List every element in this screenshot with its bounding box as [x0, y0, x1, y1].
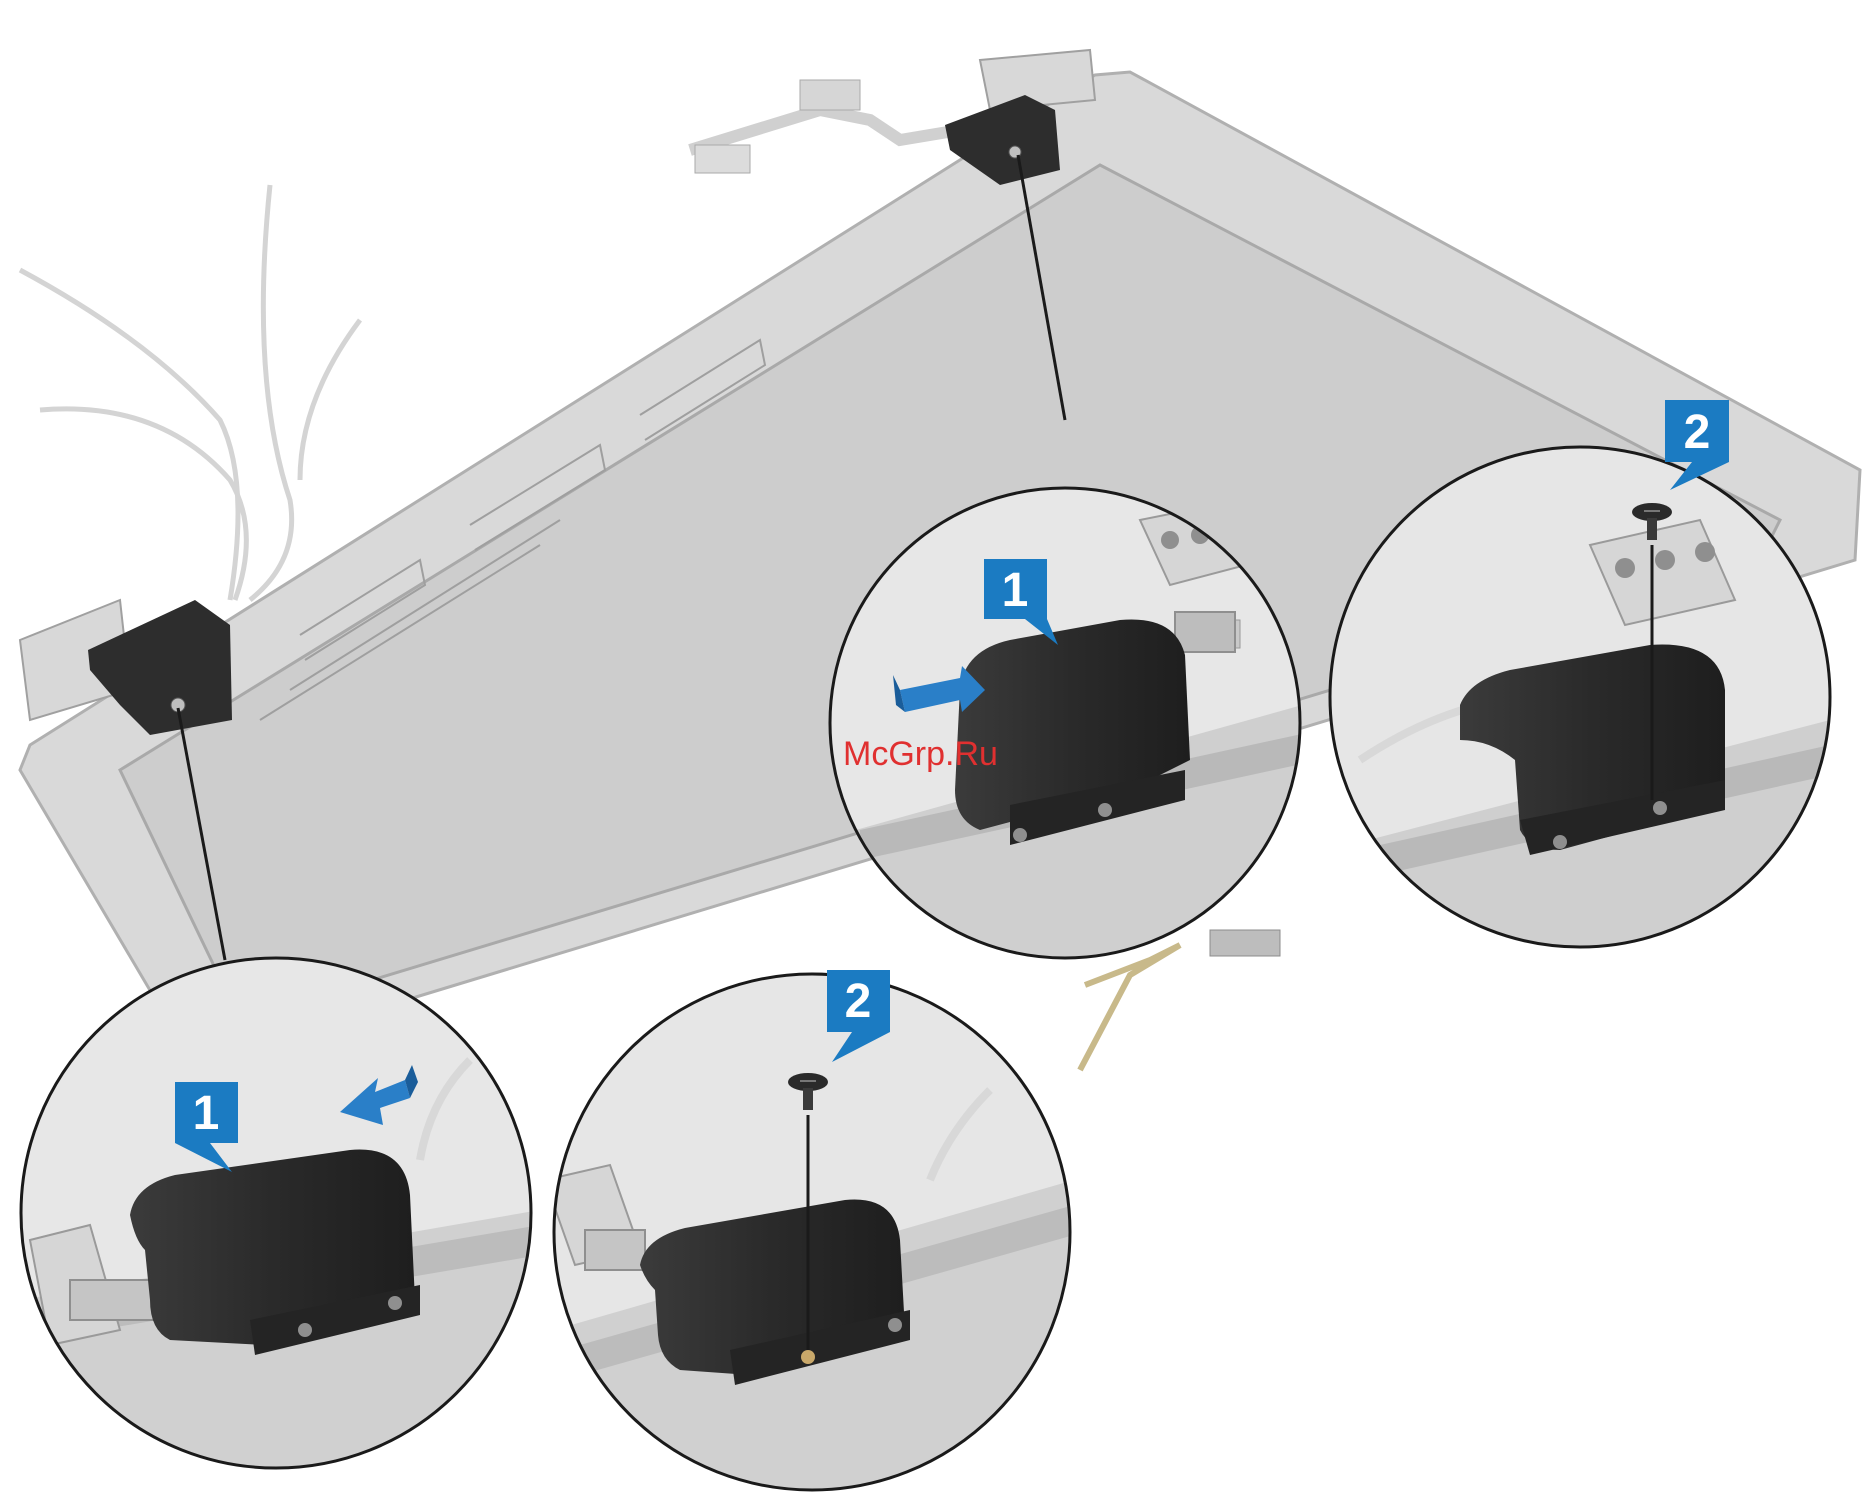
top-hinge-bracket	[980, 50, 1095, 110]
callout-bottom-left-step2	[545, 974, 1074, 1494]
callout-top-right-step2	[1330, 447, 1830, 950]
step-number: 2	[1684, 406, 1711, 459]
hinge-cover-c3	[130, 1150, 420, 1355]
step-number: 1	[1002, 564, 1029, 617]
hinge-shaft	[1175, 612, 1235, 652]
callout-bottom-left-step1	[20, 958, 540, 1478]
watermark: McGrp.Ru	[843, 735, 998, 773]
step-number: 2	[845, 975, 872, 1028]
edp-cable	[690, 80, 960, 173]
antenna-cables	[20, 185, 360, 600]
step-number: 1	[193, 1087, 220, 1140]
